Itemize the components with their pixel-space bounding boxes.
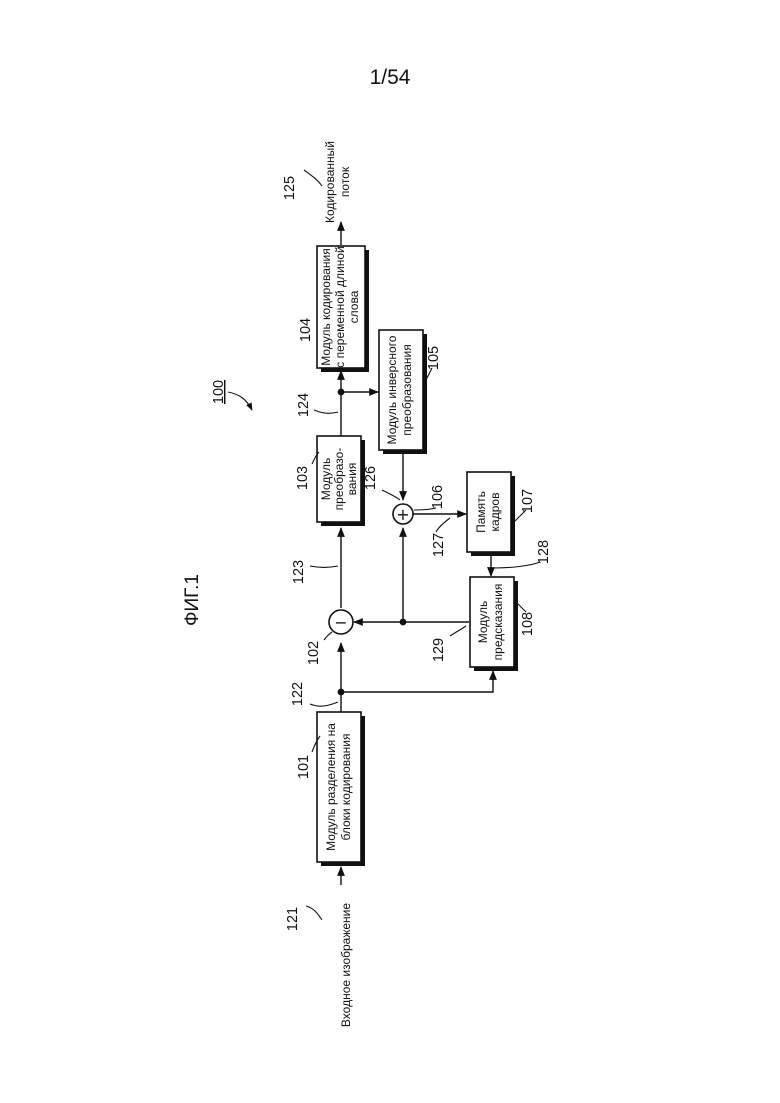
block-vlc-line-1: Модуль кодирования — [319, 248, 333, 365]
ref-123: 123 — [291, 560, 307, 584]
svg-text:−: − — [334, 613, 347, 632]
block-splitter-line-1: Модуль разделения на — [324, 723, 338, 851]
svg-text:100: 100 — [211, 380, 227, 404]
block-memory-line-2: кадров — [488, 493, 502, 532]
ref-104: 104 — [298, 318, 314, 342]
ref-124: 124 — [296, 393, 312, 417]
system-ref: 100 — [211, 380, 252, 410]
output-stream-label-2: поток — [338, 166, 352, 197]
ref-108: 108 — [520, 612, 536, 636]
block-inverse-line-2: преобразования — [400, 344, 414, 435]
block-predictor-line-2: предсказания — [491, 584, 505, 661]
block-predictor-line-1: Модуль — [476, 601, 490, 644]
ref-103: 103 — [295, 466, 311, 490]
ref-122: 122 — [290, 682, 306, 706]
block-splitter: Модуль разделения на блоки кодирования — [317, 712, 365, 866]
node-subtractor: − — [329, 610, 353, 634]
block-splitter-line-2: блоки кодирования — [339, 733, 353, 840]
block-inverse-transform: Модуль инверсного преобразования — [379, 330, 427, 454]
ref-106: 106 — [430, 485, 446, 509]
block-predictor: Модуль предсказания — [470, 577, 518, 671]
block-inverse-line-1: Модуль инверсного — [385, 335, 399, 444]
block-vlc-line-3: слова — [347, 290, 361, 323]
ref-102: 102 — [306, 641, 322, 665]
node-adder: + — [393, 504, 413, 524]
ref-127: 127 — [431, 533, 447, 557]
ref-105: 105 — [426, 346, 442, 370]
output-stream-label-1: Кодированный — [323, 141, 337, 223]
svg-text:+: + — [396, 505, 409, 524]
block-vlc-encoder: Модуль кодирования с переменной длиной с… — [317, 246, 369, 372]
ref-101: 101 — [296, 755, 312, 779]
block-memory-line-1: Память — [474, 491, 488, 533]
ref-128: 128 — [536, 540, 552, 564]
ref-107: 107 — [520, 489, 536, 513]
ref-125: 125 — [282, 176, 298, 200]
ref-121: 121 — [285, 907, 301, 931]
block-transform-line-3: вания — [345, 463, 359, 496]
block-transform-line-2: преобразо- — [332, 448, 346, 511]
figure-label: ФИГ.1 — [182, 574, 203, 626]
block-frame-memory: Память кадров — [467, 472, 515, 556]
block-transform: Модуль преобразо- вания — [317, 436, 365, 526]
ref-129: 129 — [431, 638, 447, 662]
ref-126: 126 — [363, 466, 379, 490]
input-image-label: Входное изображение — [339, 903, 353, 1027]
block-transform-line-1: Модуль — [319, 458, 333, 501]
block-vlc-line-2: с переменной длиной — [333, 246, 347, 367]
